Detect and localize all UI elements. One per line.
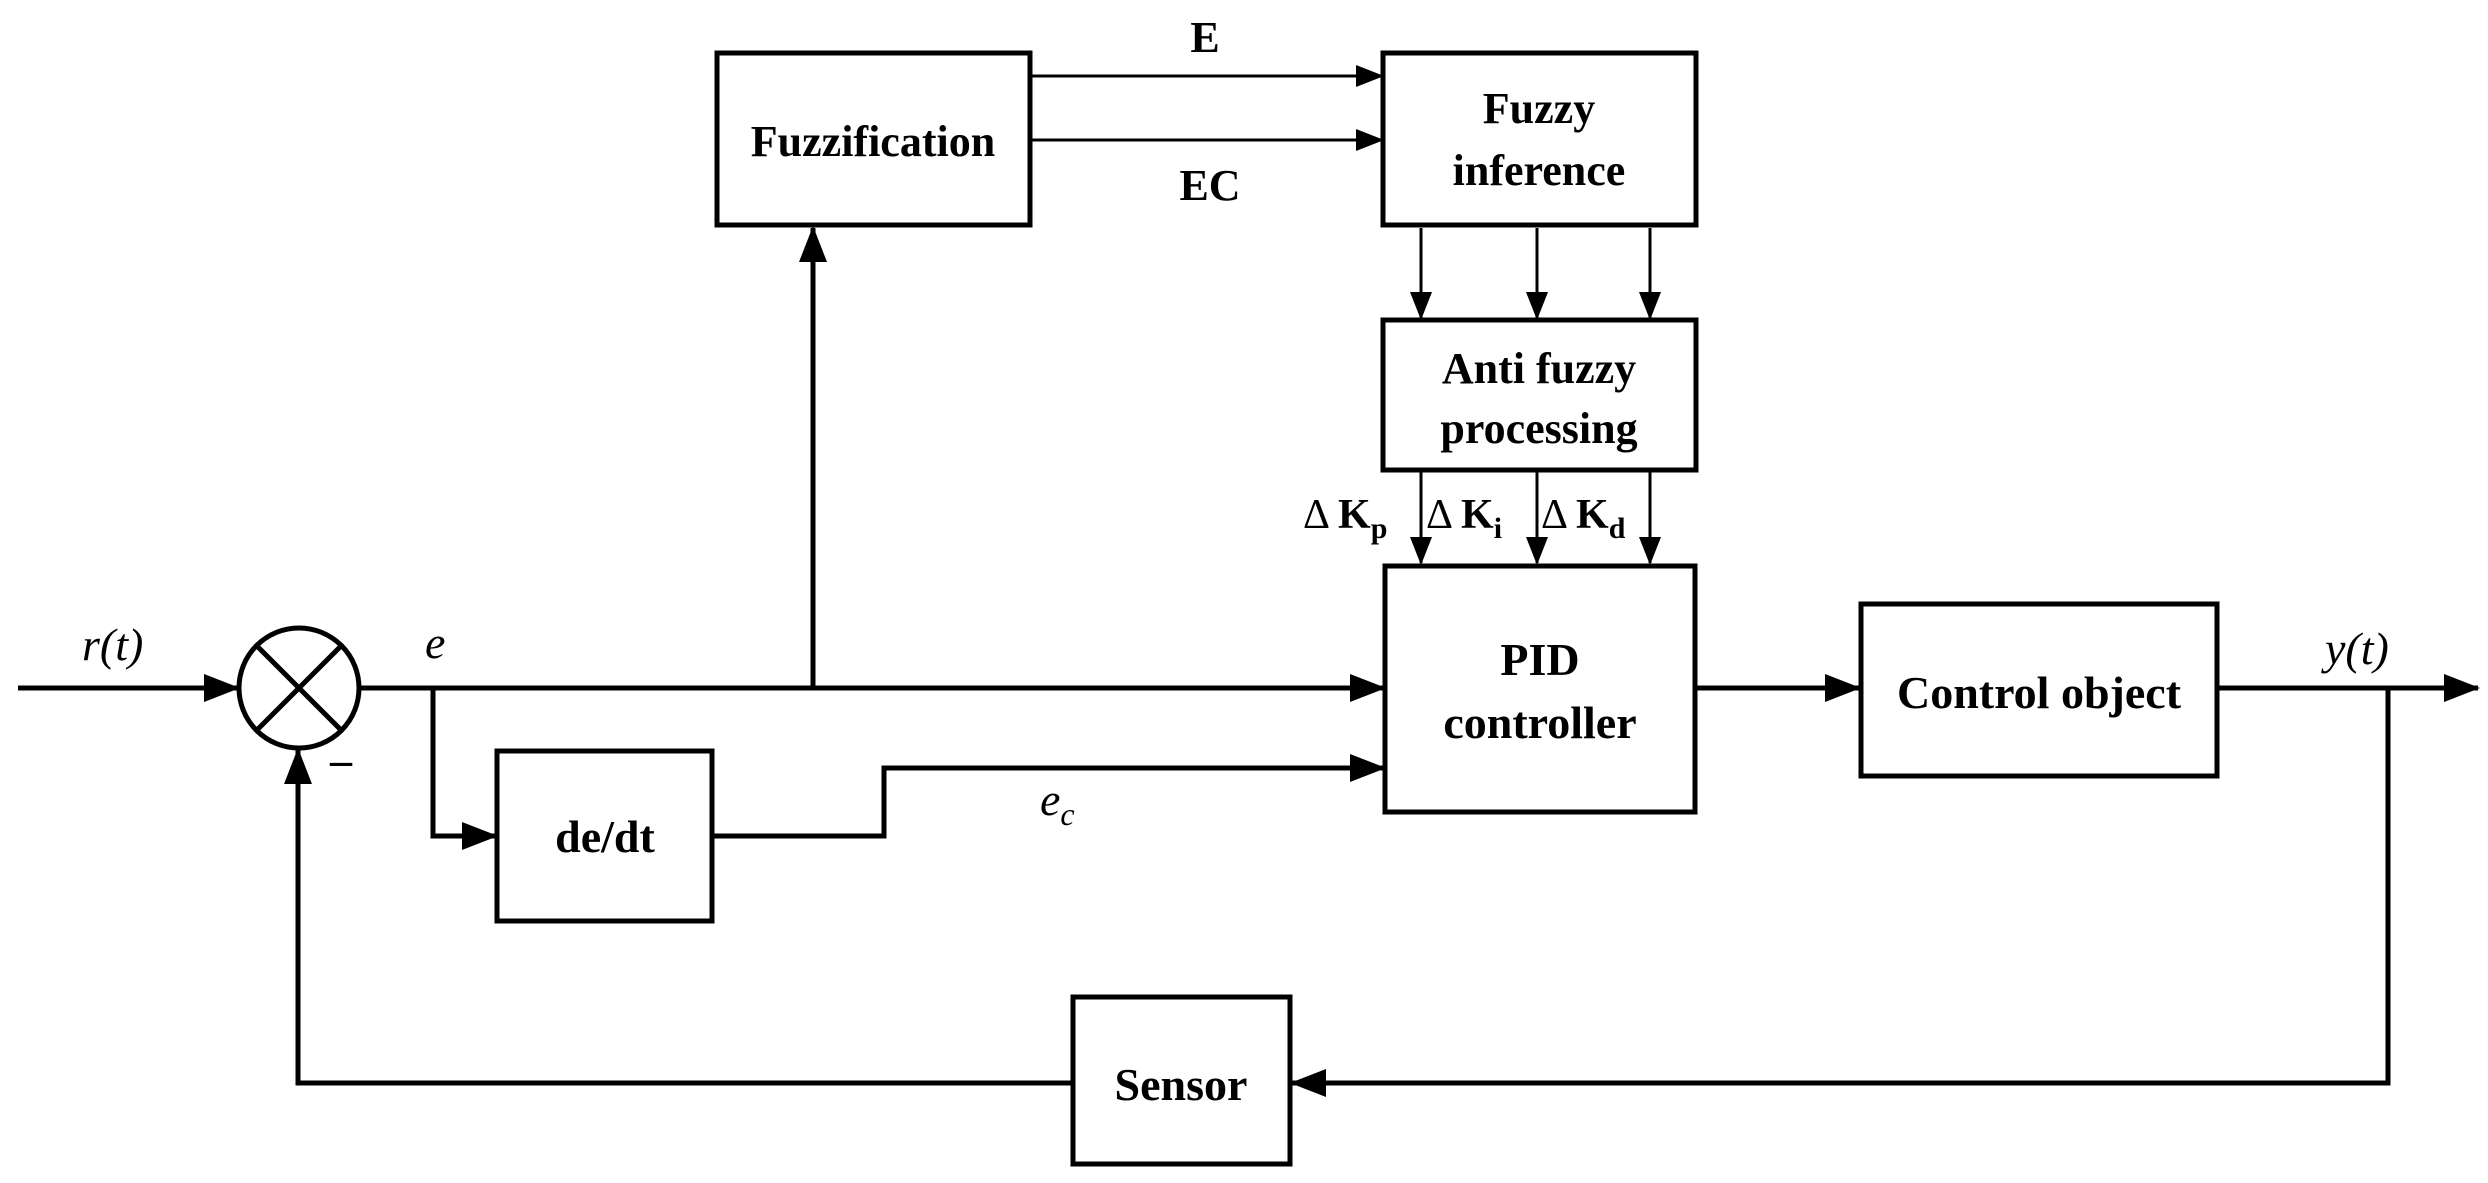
error-signal-label: e xyxy=(425,617,445,668)
fuzzy-inference-block: Fuzzy inference xyxy=(1380,50,1699,228)
control-object-block: Control object xyxy=(1858,601,2220,779)
reference-signal-label: r(t) xyxy=(82,619,143,670)
sensor-label: Sensor xyxy=(1115,1059,1248,1110)
pid-label-line1: PID xyxy=(1500,634,1579,685)
EC-signal-label: EC xyxy=(1179,161,1240,210)
pid-label-line2: controller xyxy=(1443,697,1636,748)
sensor-feedback-wire xyxy=(284,748,1072,1086)
fuzzification-block: Fuzzification xyxy=(714,50,1033,228)
derivative-label: de/dt xyxy=(555,811,655,862)
derivative-block: de/dt xyxy=(494,748,715,924)
pid-controller-block: PID controller xyxy=(1382,563,1698,815)
sensor-block: Sensor xyxy=(1070,994,1293,1167)
error-rate-wire xyxy=(713,754,1386,839)
control-object-label: Control object xyxy=(1897,667,2182,718)
feedback-wire xyxy=(1290,688,2391,1097)
anti-fuzzy-label-line2: processing xyxy=(1440,404,1637,453)
fuzzy-inference-label-line2: inference xyxy=(1453,146,1626,195)
error-to-derivative-wire xyxy=(430,688,498,850)
fuzzification-label: Fuzzification xyxy=(751,117,995,166)
minus-sign-label: – xyxy=(329,736,353,785)
E-signal-label: E xyxy=(1190,13,1219,62)
anti-fuzzy-label-line1: Anti fuzzy xyxy=(1442,344,1636,393)
error-rate-signal-label: ec xyxy=(1040,774,1075,832)
fuzzy-inference-label-line1: Fuzzy xyxy=(1483,84,1595,133)
anti-fuzzy-block: Anti fuzzy processing xyxy=(1380,317,1699,473)
output-signal-label: y(t) xyxy=(2321,623,2389,674)
summing-junction xyxy=(236,625,362,751)
